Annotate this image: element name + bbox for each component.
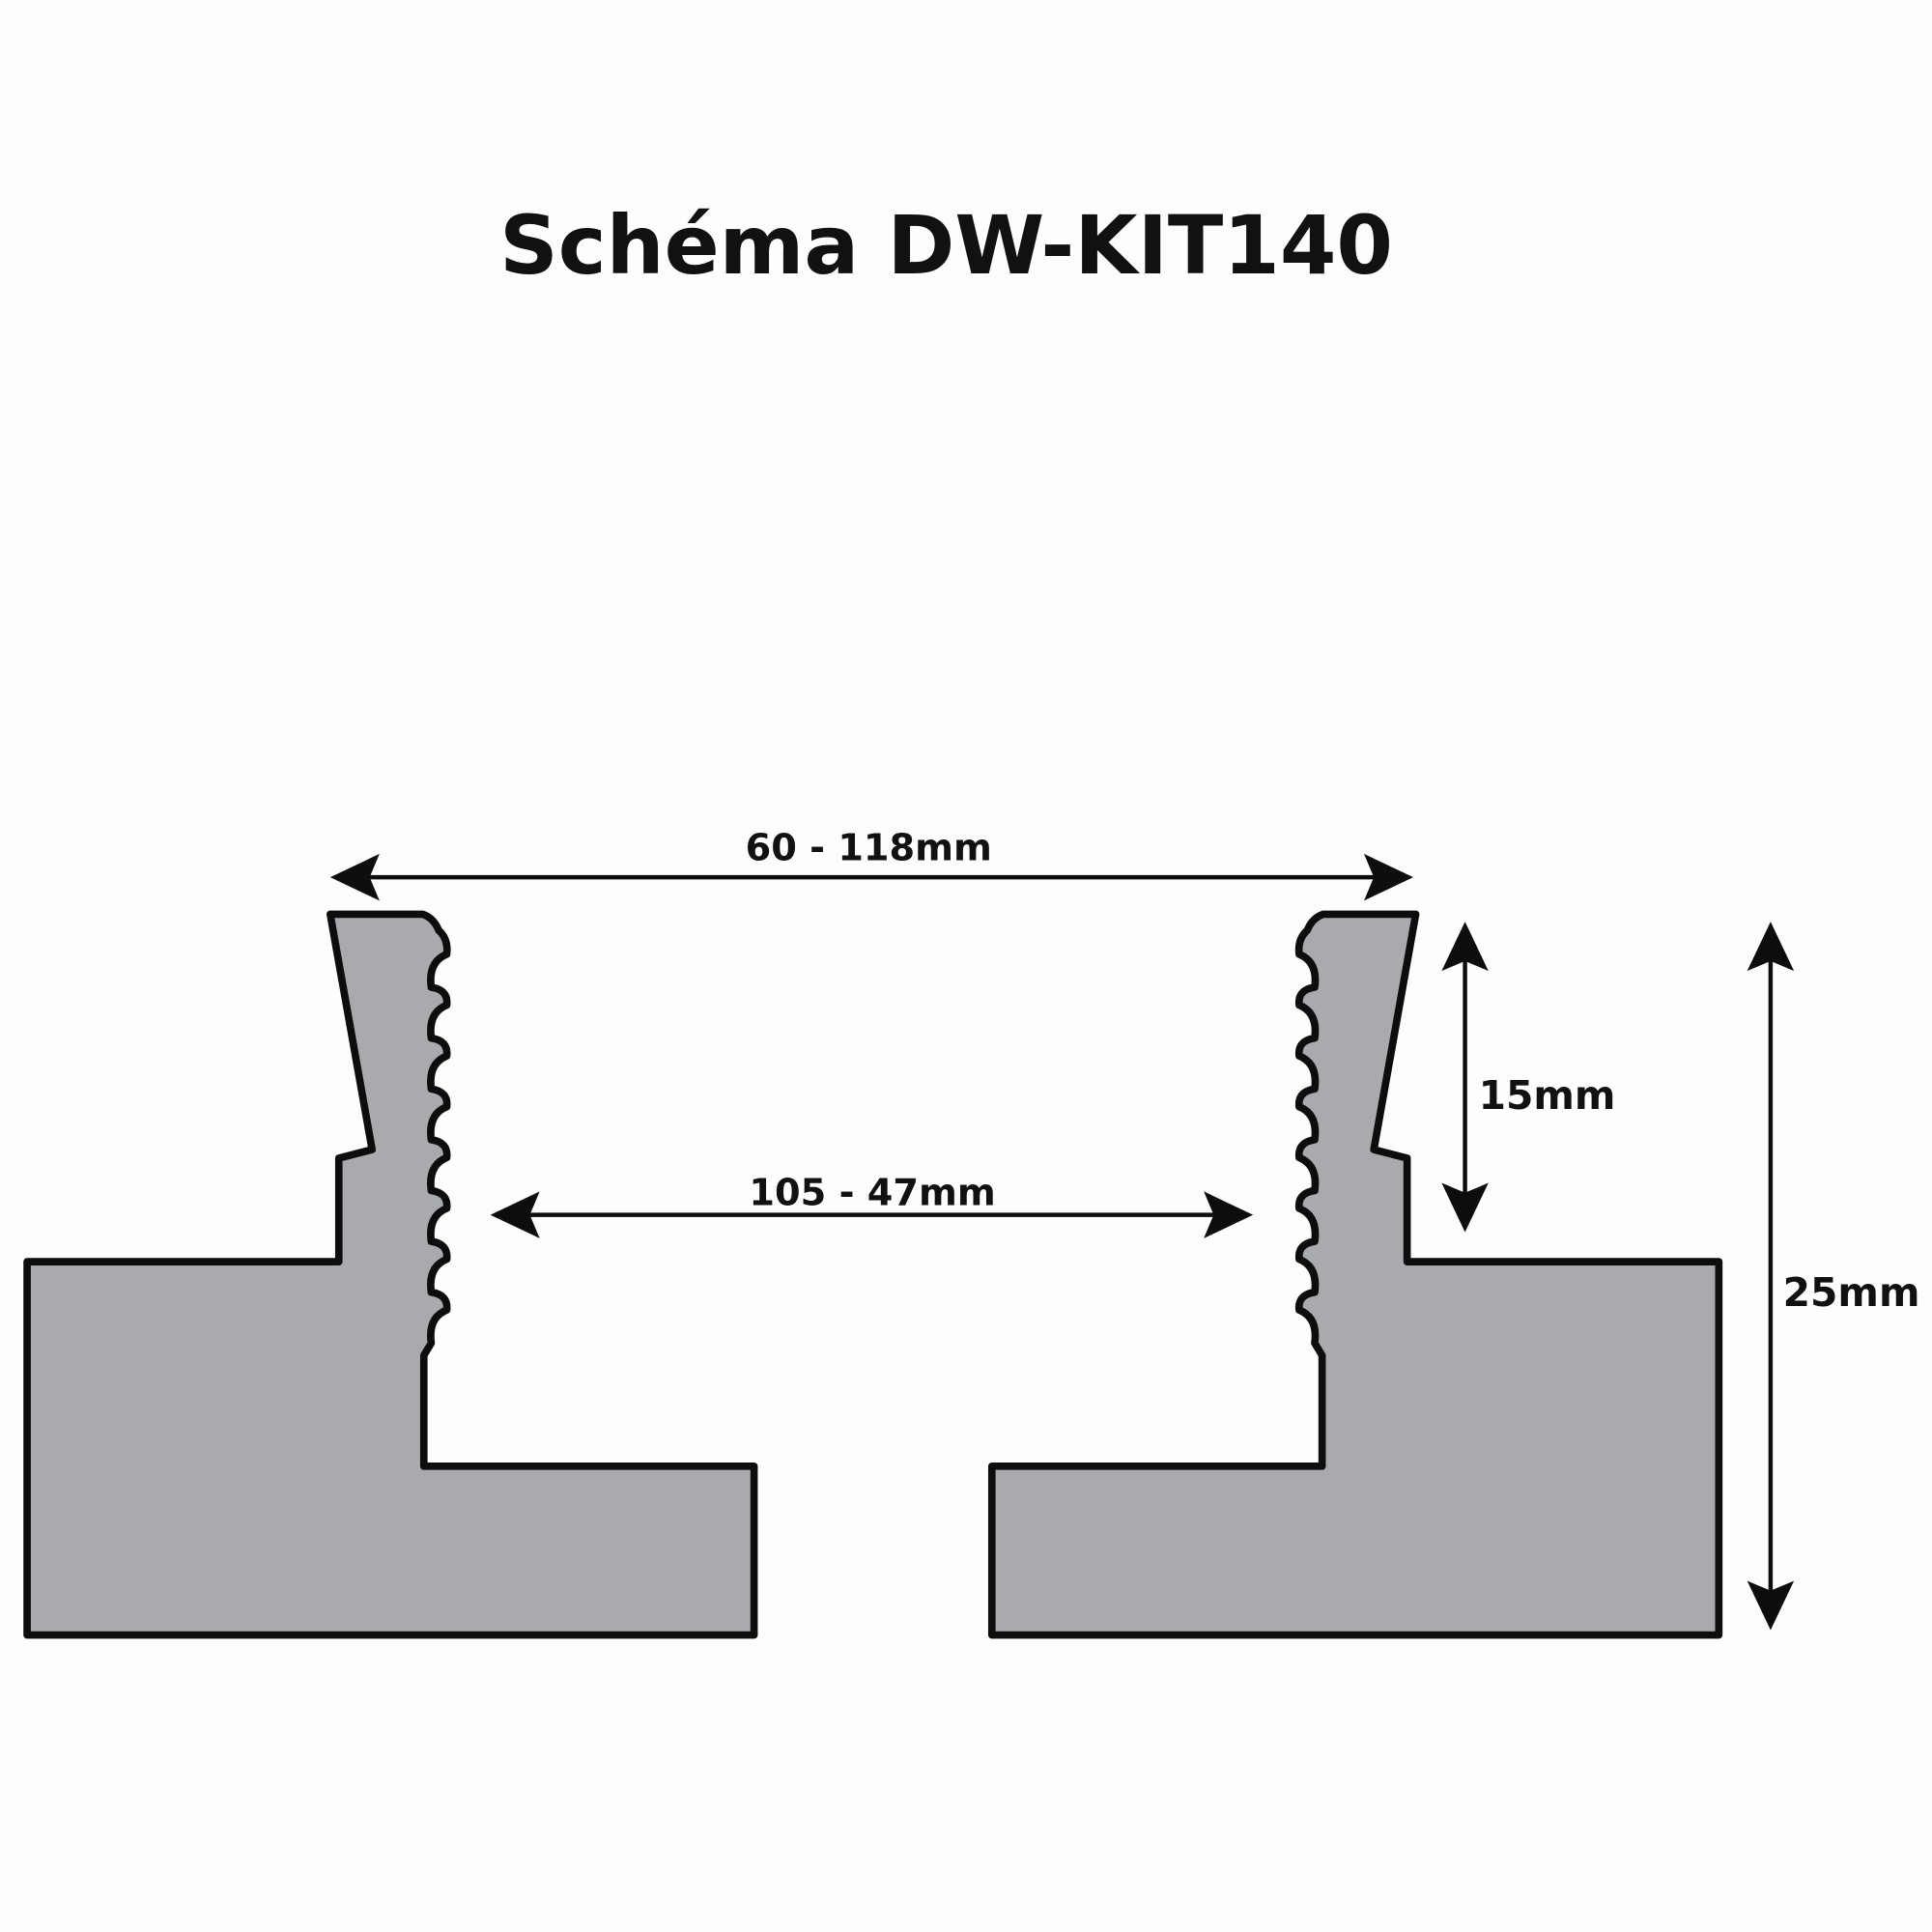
inner-width-label: 105 - 47mm	[749, 1171, 995, 1214]
diagram-title: Schéma DW-KIT140	[499, 198, 1393, 293]
arrow-right-icon	[1363, 853, 1414, 901]
total-height-dimension: 25mm	[1747, 922, 1920, 1631]
thread-height-dimension: 15mm	[1441, 922, 1616, 1233]
inner-width-dimension: 105 - 47mm	[490, 1171, 1254, 1238]
outer-width-label: 60 - 118mm	[746, 826, 992, 869]
thread-height-label: 15mm	[1479, 1072, 1616, 1119]
arrow-up-icon	[1747, 922, 1795, 972]
arrow-down-icon	[1747, 1580, 1795, 1631]
arrow-down-icon	[1441, 1182, 1489, 1233]
arrow-right-icon	[1204, 1191, 1254, 1238]
arrow-left-icon	[490, 1191, 540, 1238]
right-profile-piece	[987, 910, 1723, 1639]
arrow-up-icon	[1441, 922, 1489, 972]
left-profile-piece	[23, 910, 758, 1639]
outer-width-dimension: 60 - 118mm	[329, 826, 1414, 901]
total-height-label: 25mm	[1783, 1269, 1920, 1316]
arrow-left-icon	[329, 853, 380, 901]
